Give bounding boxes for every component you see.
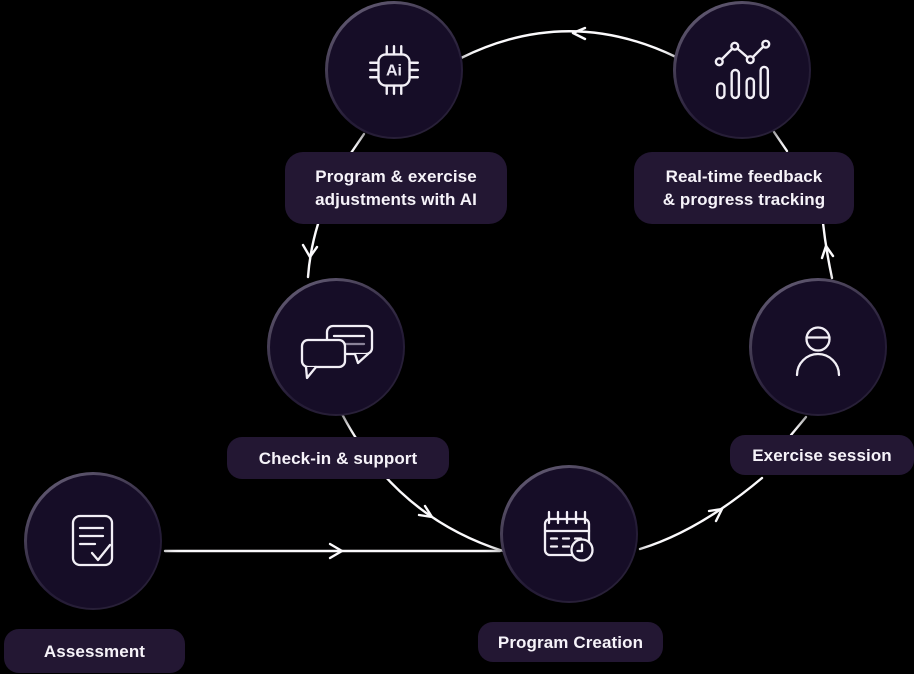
- document-check-icon: [71, 514, 114, 567]
- arrowhead-left-icon: [571, 26, 587, 41]
- label-line: adjustments with AI: [315, 190, 477, 209]
- label-line: Exercise session: [752, 445, 892, 465]
- label-line: Real-time feedback: [665, 167, 823, 186]
- connector-adjustments-label: [349, 132, 366, 155]
- node-circle-realtime-feedback: [673, 1, 811, 139]
- node-circle-program-adjustments: Ai: [325, 1, 463, 139]
- connector-exercise-label: [789, 415, 808, 437]
- ai-chip-text: Ai: [386, 62, 402, 80]
- arrow-feedback-to-adjustments: [459, 30, 678, 60]
- arrowhead-down-icon: [301, 243, 319, 259]
- label-line: Check-in & support: [258, 448, 418, 468]
- node-label-program-adjustments: Program & exercise adjustments with AI: [285, 152, 507, 224]
- node-label-program-creation: Program Creation: [478, 622, 663, 662]
- label-line: Assessment: [43, 641, 146, 661]
- node-circle-assessment: [24, 472, 162, 610]
- arrow-adjustments-to-checkin: [306, 222, 320, 279]
- arrow-checkin-to-creation: [340, 412, 505, 553]
- node-label-exercise-session: Exercise session: [730, 435, 914, 475]
- node-circle-checkin-support: [267, 278, 405, 416]
- arrow-creation-to-exercise: [638, 476, 764, 551]
- person-icon: [795, 326, 841, 377]
- node-label-checkin-support: Check-in & support: [227, 437, 449, 479]
- label-line: & progress tracking: [662, 190, 826, 209]
- label-line: Program & exercise: [315, 167, 477, 186]
- calendar-clock-icon: [543, 510, 594, 562]
- arrowhead-downright-icon: [417, 504, 434, 519]
- node-circle-exercise-session: [749, 278, 887, 416]
- node-circle-program-creation: [500, 465, 638, 603]
- progress-chart-icon: [714, 39, 771, 100]
- arrowhead-up-icon: [820, 244, 835, 260]
- ai-chip-icon: Ai: [368, 44, 420, 96]
- node-label-realtime-feedback: Real-time feedback & progress tracking: [634, 152, 854, 224]
- connector-feedback-label: [772, 130, 789, 153]
- arrowhead-right-icon: [328, 542, 344, 560]
- arrowhead-upright-icon: [707, 507, 724, 523]
- node-label-assessment: Assessment: [4, 629, 185, 673]
- label-line: Program Creation: [497, 632, 644, 652]
- arrow-exercise-to-feedback: [821, 221, 834, 280]
- chat-bubbles-icon: [300, 324, 374, 380]
